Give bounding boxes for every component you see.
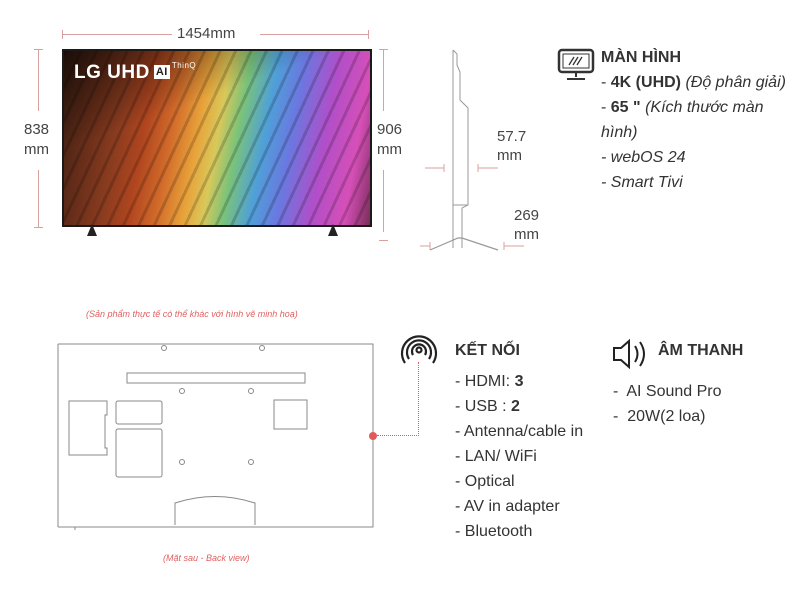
port-hdmi: - HDMI: 3	[455, 373, 524, 390]
dimension-tick	[62, 30, 63, 39]
height-right-line	[383, 49, 384, 111]
port-bluetooth: - Bluetooth	[455, 523, 533, 540]
monitor-icon	[557, 48, 595, 80]
disclaimer-note: (Sản phẩm thực tế có thể khác với hình v…	[86, 309, 298, 319]
tv-foot-left	[87, 224, 97, 236]
port-lan-wifi: - LAN/ WiFi	[455, 448, 537, 465]
width-label: 1454mm	[177, 25, 236, 42]
port-av-in: - AV in adapter	[455, 498, 560, 515]
port-antenna: - Antenna/cable in	[455, 423, 584, 440]
connector-line	[377, 435, 419, 436]
width-dimension-line	[62, 34, 172, 35]
stand-depth-value: 269	[514, 207, 540, 224]
height-left-value: 838	[24, 121, 50, 138]
tv-back-diagram	[57, 343, 374, 530]
wireless-signal-icon	[400, 335, 438, 364]
ai-badge: AI	[153, 65, 170, 79]
height-left-unit: mm	[24, 141, 49, 158]
display-spec-list: - 4K (UHD) (Độ phân giải) - 65 " (Kích t…	[601, 70, 791, 195]
dimension-tick	[368, 30, 369, 39]
port-optical: - Optical	[455, 473, 515, 490]
stand-depth-unit: mm	[514, 226, 539, 243]
audio-output: - 20W(2 loa)	[613, 408, 706, 425]
spec-os: - webOS 24	[601, 149, 686, 166]
depth-unit: mm	[497, 147, 522, 164]
connector-line	[418, 362, 419, 436]
tv-foot-right	[328, 224, 338, 236]
height-left-line	[38, 170, 39, 228]
height-left-line	[38, 49, 39, 111]
spec-resolution: - 4K (UHD) (Độ phân giải)	[601, 74, 786, 91]
speaker-icon	[613, 338, 645, 370]
dimension-tick	[379, 240, 388, 241]
spec-smart-tv: - Smart Tivi	[601, 174, 683, 191]
dimension-tick	[379, 49, 388, 50]
port-usb: - USB : 2	[455, 398, 520, 415]
dimension-tick	[34, 227, 43, 228]
audio-spec-title: ÂM THANH	[658, 342, 744, 359]
height-right-unit: mm	[377, 141, 402, 158]
back-view-caption: (Mặt sau - Back view)	[163, 553, 250, 563]
height-right-value: 906	[377, 121, 403, 138]
connection-point-marker	[369, 432, 377, 440]
tv-side-profile	[420, 49, 524, 251]
height-right-line	[383, 170, 384, 232]
spec-screen-size: - 65 " (Kích thước màn hình)	[601, 99, 764, 141]
connectivity-list: - HDMI: 3 - USB : 2 - Antenna/cable in -…	[455, 369, 583, 544]
audio-list: - AI Sound Pro - 20W(2 loa)	[613, 379, 722, 429]
depth-value: 57.7	[497, 128, 527, 145]
tv-screen-artwork	[64, 51, 370, 225]
display-spec-title: MÀN HÌNH	[601, 49, 681, 66]
dimension-tick	[34, 49, 43, 50]
width-dimension-line	[260, 34, 368, 35]
connectivity-spec-title: KẾT NỐI	[455, 342, 520, 359]
audio-feature: - AI Sound Pro	[613, 383, 722, 400]
